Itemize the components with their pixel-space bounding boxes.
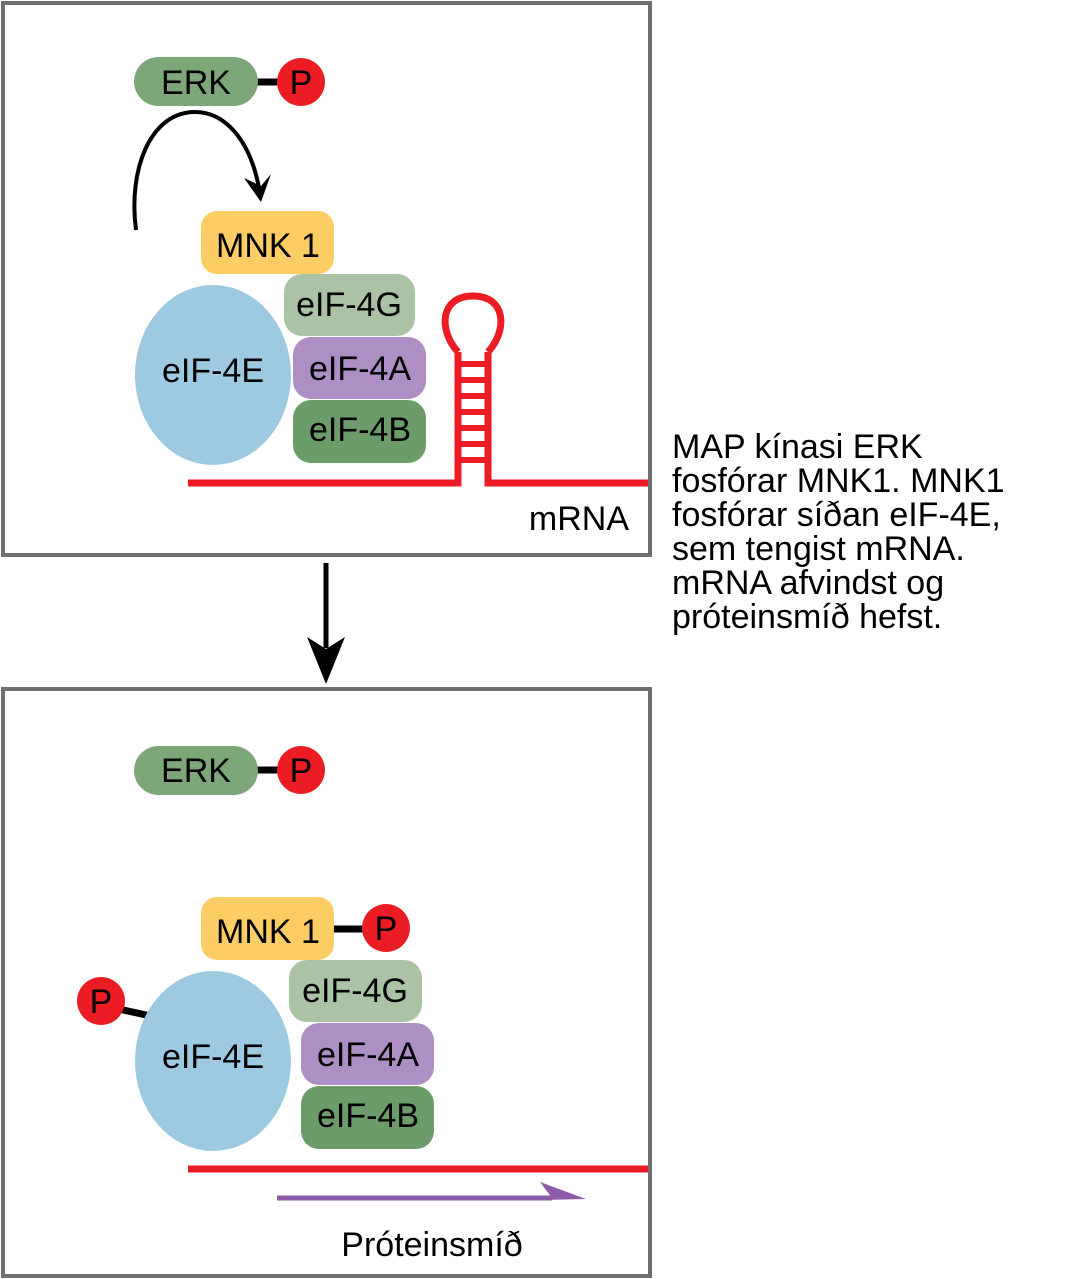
mrna-hairpin-rungs — [458, 361, 488, 463]
eif4e-node — [135, 971, 291, 1151]
synthesis-label: Próteinsmíð — [341, 1226, 522, 1264]
mnk1-phospho-label: P — [375, 910, 398, 948]
eif4g-node — [284, 274, 415, 336]
bottom-erk-phospho: ERK P — [134, 746, 325, 795]
caption-line: fosfórar síðan eIF-4E, — [672, 496, 1001, 534]
mrna-hairpin-loop — [441, 292, 505, 355]
eif4g-label: eIF-4G — [296, 286, 402, 324]
erk-node — [134, 57, 258, 106]
caption-line: fosfórar MNK1. MNK1 — [672, 462, 1005, 500]
mrna-line-right — [484, 352, 648, 487]
eif4g-label: eIF-4G — [302, 972, 408, 1010]
top-panel-frame — [1, 1, 652, 557]
caption-line: mRNA afvindst og — [672, 564, 945, 602]
caption: MAP kínasi ERK fosfórar MNK1. MNK1 fosfó… — [672, 430, 1052, 634]
eif4e-label: eIF-4E — [162, 352, 264, 390]
top-erk-phospho: ERK P — [134, 57, 325, 106]
eif4a-label: eIF-4A — [309, 350, 411, 388]
eif4b-label: eIF-4B — [309, 411, 411, 449]
phospho-node — [277, 746, 325, 794]
erk-node — [134, 746, 258, 795]
phosphorylation-arrow — [132, 109, 261, 231]
eif4e-phospho-label: P — [90, 983, 113, 1021]
phosphorylation-arrowhead — [244, 174, 271, 202]
bottom-panel-frame — [1, 687, 652, 1278]
mnk1-phospho-node — [362, 904, 410, 952]
mnk1-node — [201, 897, 334, 960]
eif4g-node — [289, 960, 422, 1022]
eif4a-label: eIF-4A — [317, 1036, 419, 1074]
transition-arrowhead — [307, 637, 345, 684]
phospho-label: P — [290, 64, 313, 102]
caption-line: MAP kínasi ERK — [672, 428, 923, 466]
caption-line: próteinsmíð hefst. — [672, 598, 943, 636]
phospho-node — [277, 58, 325, 106]
caption-line: sem tengist mRNA. — [672, 530, 965, 568]
mnk1-label: MNK 1 — [216, 227, 320, 265]
mnk1-node — [201, 211, 334, 274]
eif4a-node — [293, 337, 426, 399]
eif4e-phospho-node — [77, 977, 125, 1025]
eif4b-label: eIF-4B — [317, 1097, 419, 1135]
phospho-label: P — [290, 752, 313, 790]
mnk1-label: MNK 1 — [216, 913, 320, 951]
eif4a-node — [301, 1023, 434, 1085]
eif4e-node — [135, 285, 291, 465]
eif4b-node — [301, 1086, 434, 1149]
eif4b-node — [293, 400, 426, 463]
erk-label: ERK — [161, 64, 231, 102]
eif4e-label: eIF-4E — [162, 1038, 264, 1076]
erk-label: ERK — [161, 752, 231, 790]
mrna-label: mRNA — [529, 500, 629, 538]
synthesis-arrowhead — [540, 1182, 586, 1200]
